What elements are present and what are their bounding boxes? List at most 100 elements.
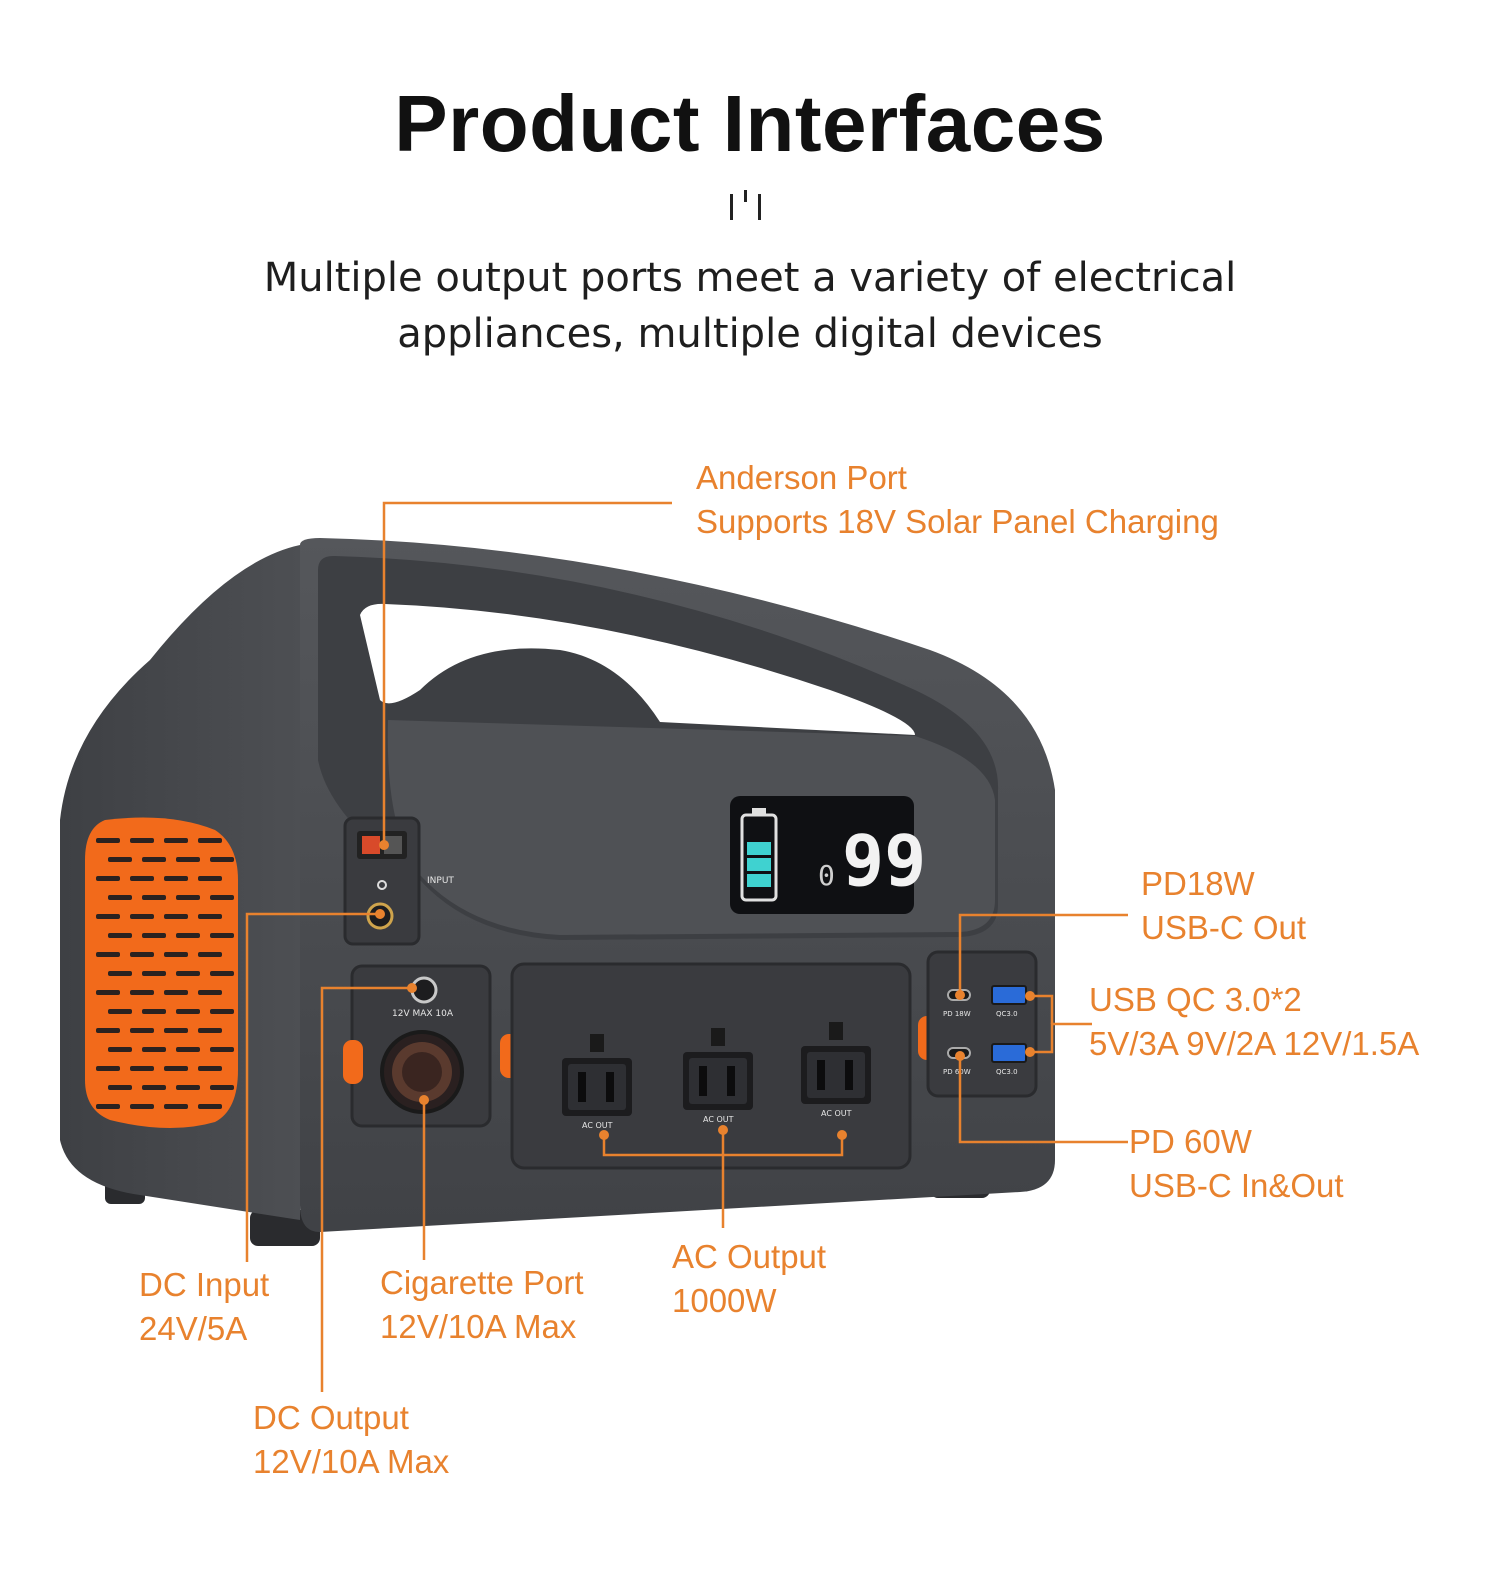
vent-slot: [142, 933, 166, 938]
callout-dc-input-detail: 24V/5A: [139, 1310, 248, 1347]
line-pd60: [958, 1056, 1128, 1144]
ac-outlet-tag: AC OUT: [703, 1115, 734, 1124]
usb-a2-tag: QC3.0: [996, 1068, 1018, 1076]
subtitle-line-2: appliances, multiple digital devices: [397, 311, 1103, 357]
handle-opening: [360, 603, 915, 735]
vent-slot: [142, 1009, 166, 1014]
vent-slot: [210, 933, 234, 938]
vent-slot: [142, 1085, 166, 1090]
callout-pd60: PD 60W USB-C In&Out: [1129, 1120, 1344, 1208]
callout-pd60-title: PD 60W: [1129, 1123, 1252, 1160]
vent-slot: [198, 952, 222, 957]
screen-small-digit: 0: [818, 859, 835, 892]
line-dc-output: [320, 986, 412, 1392]
vent-slot: [96, 876, 120, 881]
vent-slot: [198, 1104, 222, 1109]
callout-qc-title: USB QC 3.0*2: [1089, 981, 1302, 1018]
vent-slot: [164, 914, 188, 919]
vent-slot: [108, 1085, 132, 1090]
vent-slot: [210, 971, 234, 976]
vent-slot: [142, 971, 166, 976]
vent-slot: [108, 895, 132, 900]
callout-cigarette: Cigarette Port 12V/10A Max: [380, 1261, 584, 1349]
battery-icon: [740, 808, 778, 902]
vent-slot: [142, 1047, 166, 1052]
dc-power-button[interactable]: [343, 1040, 363, 1084]
callout-anderson-detail: Supports 18V Solar Panel Charging: [696, 503, 1219, 540]
callout-pd18-title: PD18W: [1141, 865, 1255, 902]
vent-slot: [164, 952, 188, 957]
vent-slot: [164, 990, 188, 995]
ac-outlet-tag: AC OUT: [582, 1121, 613, 1130]
vent-slot: [142, 857, 166, 862]
callout-dc-input: DC Input 24V/5A: [139, 1263, 269, 1351]
callout-dc-output-detail: 12V/10A Max: [253, 1443, 450, 1480]
vent-slot: [130, 838, 154, 843]
line-anderson: [382, 501, 672, 845]
vent-slot: [108, 933, 132, 938]
vent-slot: [176, 971, 200, 976]
line-qc-top: [1030, 994, 1054, 1024]
vent-slot: [96, 952, 120, 957]
vent-slot: [198, 990, 222, 995]
vent-slot: [176, 895, 200, 900]
vent-slot: [130, 1104, 154, 1109]
ac-module: AC OUT AC OUT AC OUT: [510, 962, 912, 1170]
vent-slot: [176, 1085, 200, 1090]
callout-qc-detail: 5V/3A 9V/2A 12V/1.5A: [1089, 1025, 1420, 1062]
ac-outlet: AC OUT: [562, 1034, 632, 1130]
callout-pd18-detail: USB-C Out: [1141, 909, 1307, 946]
vent-slot: [198, 876, 222, 881]
vent-slot: [176, 1047, 200, 1052]
page-title: Product Interfaces: [394, 79, 1106, 168]
callout-anderson-title: Anderson Port: [696, 459, 907, 496]
vent-slot: [164, 876, 188, 881]
vent-slot: [108, 971, 132, 976]
callout-dc-output: DC Output 12V/10A Max: [253, 1396, 449, 1484]
callout-dc-output-title: DC Output: [253, 1399, 409, 1436]
vent-slot: [142, 895, 166, 900]
subtitle-line-1: Multiple output ports meet a variety of …: [263, 255, 1237, 301]
ac-outlet: AC OUT: [801, 1022, 871, 1118]
usb-module: PD 18W PD 60W QC3.0 QC3.0: [926, 950, 1038, 1098]
vent-slot: [176, 1009, 200, 1014]
vent-slot: [108, 1009, 132, 1014]
vent-slot: [176, 857, 200, 862]
callout-ac: AC Output 1000W: [672, 1235, 826, 1323]
callout-lines: [245, 501, 1128, 1392]
vent-slot: [198, 838, 222, 843]
vent-slot: [210, 895, 234, 900]
usb-c2-tag: PD 60W: [943, 1068, 971, 1076]
screen-percent: 99: [842, 820, 926, 902]
dc-module: 12V MAX 10A: [350, 964, 492, 1128]
callout-qc: USB QC 3.0*2 5V/3A 9V/2A 12V/1.5A: [1089, 978, 1419, 1066]
callout-pd18: PD18W USB-C Out: [1141, 862, 1306, 950]
vent-slot: [210, 1085, 234, 1090]
vent-slot: [210, 1047, 234, 1052]
callout-pd60-detail: USB-C In&Out: [1129, 1167, 1344, 1204]
vent-slot: [130, 1066, 154, 1071]
callout-anderson: Anderson Port Supports 18V Solar Panel C…: [696, 456, 1219, 544]
input-tag: INPUT: [427, 876, 454, 886]
vent-slot: [198, 1066, 222, 1071]
ac-outlet: AC OUT: [683, 1028, 753, 1124]
usb-a1-tag: QC3.0: [996, 1010, 1018, 1018]
vent-slot: [164, 838, 188, 843]
vent-slot: [96, 1104, 120, 1109]
callout-ac-title: AC Output: [672, 1238, 827, 1275]
vent-slot: [130, 914, 154, 919]
vent-slot: [210, 1009, 234, 1014]
vent-slot: [164, 1066, 188, 1071]
callout-ac-detail: 1000W: [672, 1282, 777, 1319]
vent-slot: [130, 1028, 154, 1033]
vent-slot: [108, 857, 132, 862]
vent-slot: [164, 1028, 188, 1033]
page-subtitle: Multiple output ports meet a variety of …: [200, 250, 1300, 362]
line-qc-bottom: [1030, 1022, 1092, 1054]
vent-grille: [85, 817, 238, 1129]
callout-dots: [375, 840, 1035, 1140]
vent-slot: [210, 857, 234, 862]
callout-cigarette-detail: 12V/10A Max: [380, 1308, 577, 1345]
usb-a-port-2: [991, 1043, 1027, 1063]
